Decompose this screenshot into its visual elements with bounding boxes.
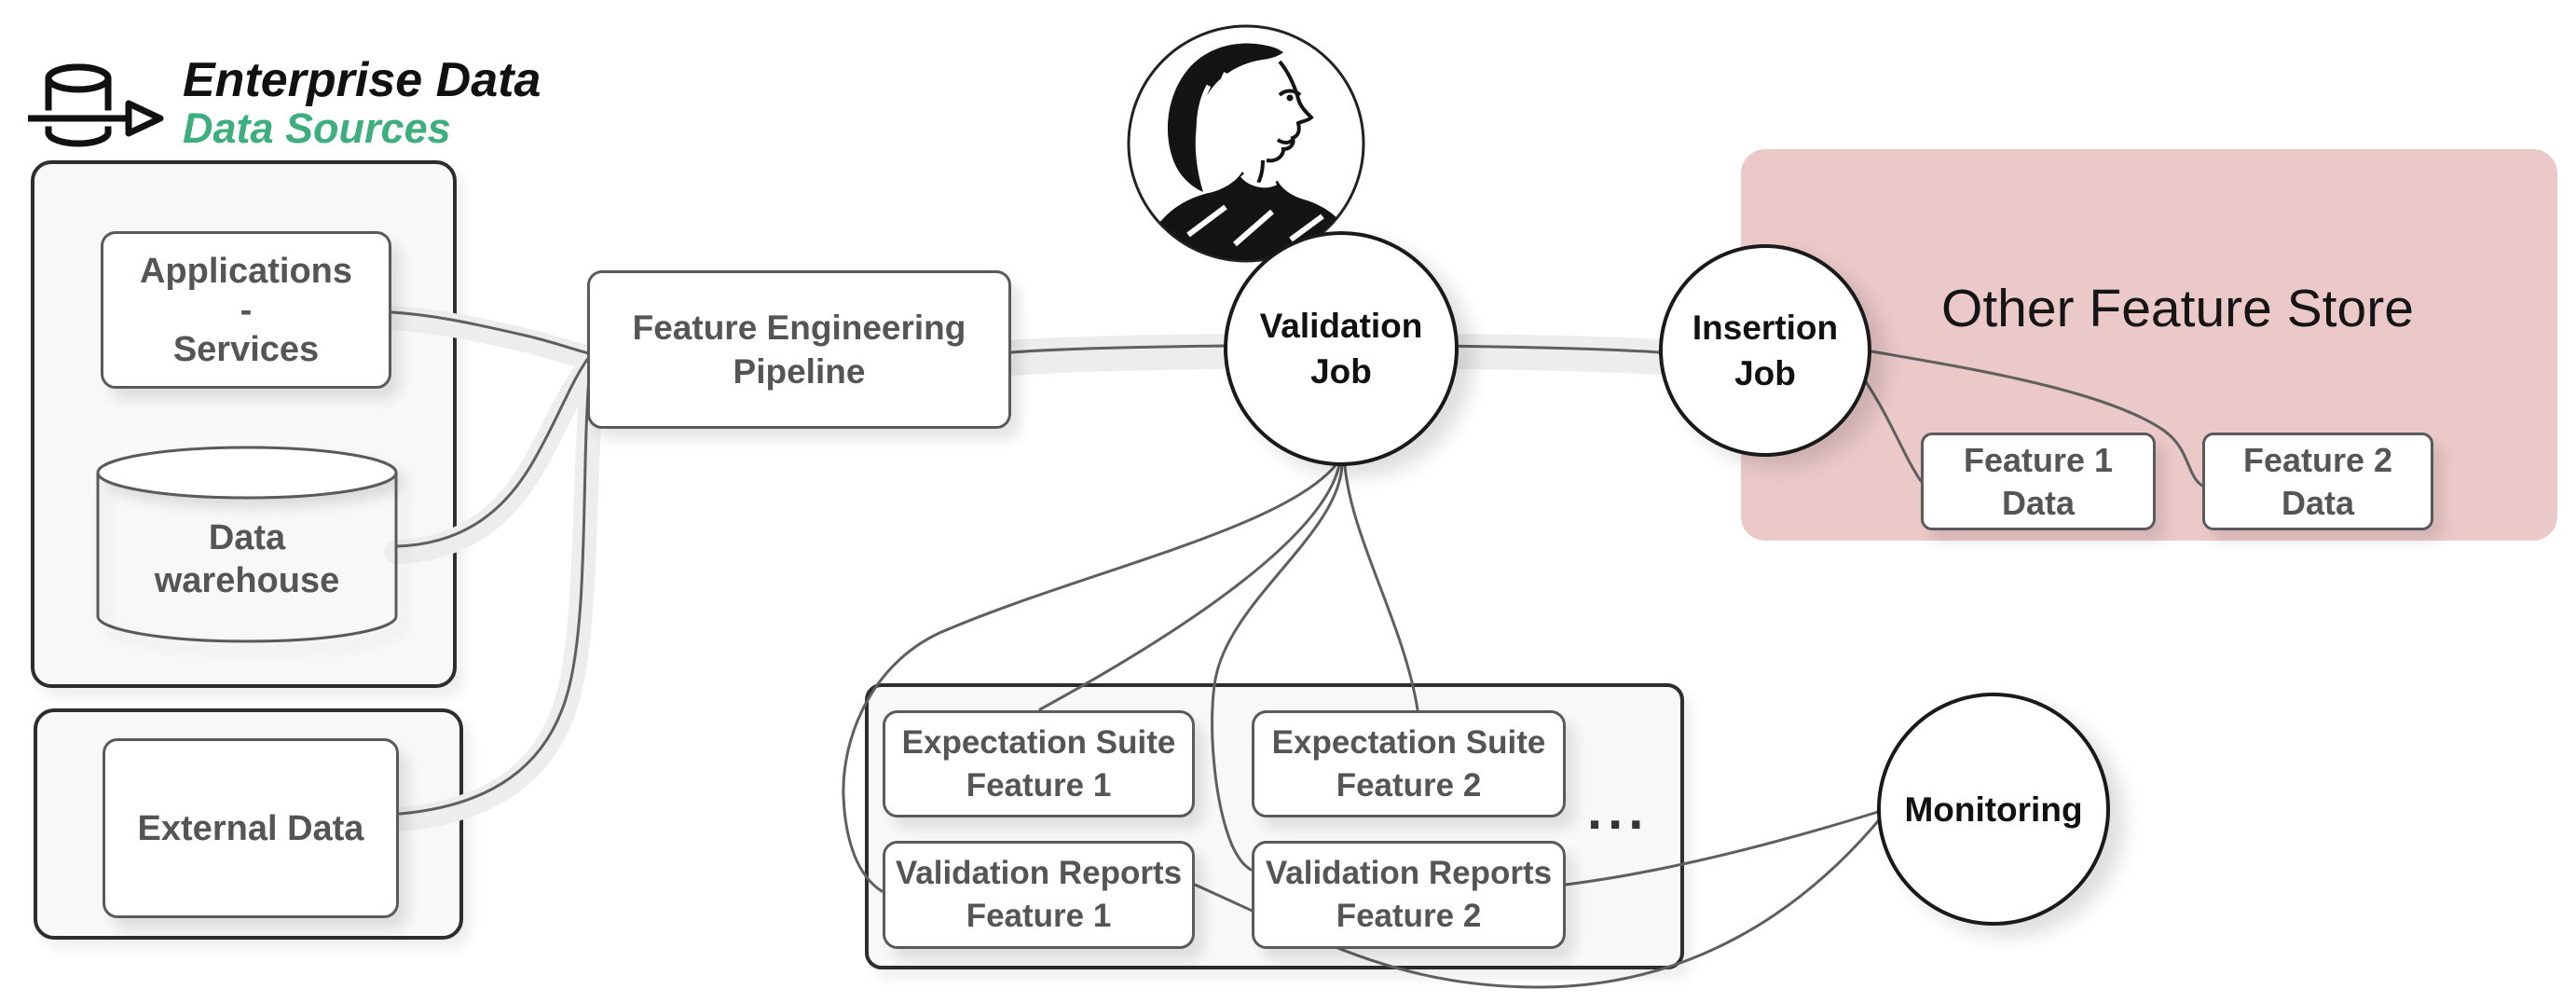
edge-validation-to-expectation2 xyxy=(1343,463,1419,711)
external-data-node: External Data xyxy=(103,738,399,918)
person-illustration xyxy=(1123,21,1369,267)
validation-job-node: Validation Job xyxy=(1224,231,1459,466)
expectation-suite-1-label-line1: Expectation Suite xyxy=(901,723,1176,761)
validation-reports-1-label-line2: Feature 1 xyxy=(966,898,1112,934)
validation-reports-feature-1-node: Validation Reports Feature 1 xyxy=(883,841,1195,949)
monitoring-label: Monitoring xyxy=(1904,790,2083,829)
person-circle xyxy=(1127,24,1365,263)
data-warehouse-label-line2: warehouse xyxy=(154,561,340,600)
edge-validation-to-reports1 xyxy=(842,462,1338,893)
monitoring-node: Monitoring xyxy=(1877,693,2110,926)
insertion-job-node: Insertion Job xyxy=(1659,244,1871,457)
applications-services-node: Applications - Services xyxy=(101,231,391,389)
insertion-job-label-line1: Insertion xyxy=(1692,309,1839,347)
validation-reports-1-label-line1: Validation Reports xyxy=(895,855,1183,891)
edge-insertion-to-feature1 xyxy=(1863,378,1923,483)
more-features-ellipsis: ... xyxy=(1587,780,1650,841)
data-warehouse-cylinder xyxy=(96,446,398,643)
validation-job-label-line1: Validation xyxy=(1259,307,1423,345)
expectation-suite-1-label-line2: Feature 1 xyxy=(966,766,1112,804)
data-warehouse-label: Data warehouse xyxy=(98,499,396,620)
edge-insertion-to-feature2 xyxy=(1870,350,2204,488)
feature-engineering-label-line2: Pipeline xyxy=(733,352,866,391)
data-warehouse-label-line1: Data xyxy=(208,518,286,557)
edge-applications-to-pipeline xyxy=(390,310,591,355)
validation-reports-2-label-line2: Feature 2 xyxy=(1336,898,1482,934)
applications-label-line2: - xyxy=(240,290,253,330)
feature-1-data-node: Feature 1 Data xyxy=(1921,433,2156,530)
feature-2-data-label-line2: Data xyxy=(2281,483,2355,522)
edge-reports2-to-monitoring xyxy=(1564,810,1880,886)
header-title: Enterprise Data xyxy=(183,53,541,107)
applications-label-line1: Applications xyxy=(139,251,353,291)
feature-engineering-label-line1: Feature Engineering xyxy=(632,309,966,347)
validation-job-label-line2: Job xyxy=(1310,352,1372,391)
expectation-suite-2-label-line1: Expectation Suite xyxy=(1271,723,1546,761)
edge-validation-to-expectation1 xyxy=(1038,463,1341,711)
expectation-suite-feature-1-node: Expectation Suite Feature 1 xyxy=(883,710,1195,818)
expectation-suite-feature-2-node: Expectation Suite Feature 2 xyxy=(1252,710,1566,818)
edge-warehouse-to-pipeline xyxy=(394,355,591,548)
external-data-label: External Data xyxy=(137,808,364,848)
validation-reports-2-label-line1: Validation Reports xyxy=(1265,855,1553,891)
insertion-job-label-line2: Job xyxy=(1734,354,1796,392)
other-feature-store-title: Other Feature Store xyxy=(1941,279,2414,338)
feature-2-data-node: Feature 2 Data xyxy=(2202,433,2433,530)
edge-external-to-pipeline xyxy=(398,364,592,816)
applications-label-line3: Services xyxy=(172,329,320,369)
expectation-suite-2-label-line2: Feature 2 xyxy=(1336,766,1482,804)
edge-validation-to-reports2 xyxy=(1211,463,1344,872)
feature-2-data-label-line1: Feature 2 xyxy=(2242,440,2393,479)
header-subtitle: Data Sources xyxy=(183,104,451,152)
feature-1-data-label-line2: Data xyxy=(2001,483,2076,522)
validation-reports-feature-2-node: Validation Reports Feature 2 xyxy=(1252,841,1566,949)
feature-engineering-pipeline-node: Feature Engineering Pipeline xyxy=(587,270,1011,429)
database-arrow-icon xyxy=(28,63,164,147)
feature-1-data-label-line1: Feature 1 xyxy=(1963,440,2114,479)
